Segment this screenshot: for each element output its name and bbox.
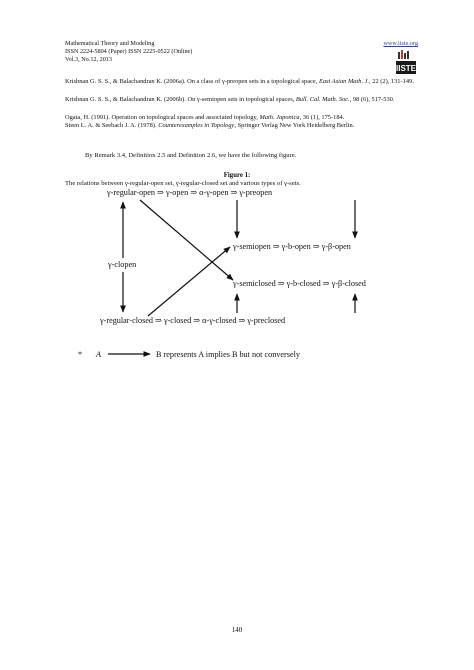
page-number: 140 — [231, 626, 243, 634]
iiste-logo: IISTE — [396, 50, 416, 74]
row-semiopen: γ-semiopen ⇒ γ-b-open ⇒ γ-β-open — [232, 242, 351, 251]
reference-item: Krishnan G. S. S., & Balachandran K. (20… — [65, 96, 395, 103]
journal-name: Mathematical Theory and Modeling — [65, 40, 155, 47]
arrow-regular-open-to-semiclosed — [139, 199, 234, 281]
website-link[interactable]: www.iiste.org — [383, 40, 418, 47]
journal-issn: ISSN 2224-5804 (Paper) ISSN 2225-0522 (O… — [65, 48, 193, 55]
logo-text: IISTE — [396, 64, 416, 73]
reference-item: Ogata, H. (1991). Operation on topologic… — [65, 114, 345, 121]
figure-title: Figure 1: — [223, 172, 251, 179]
legend-text: B represents A implies B but not convers… — [156, 350, 301, 359]
row-semiclosed: γ-semiclosed ⇒ γ-b-closed ⇒ γ-β-closed — [232, 279, 366, 288]
reference-item: Krishnan G. S. S., & Balachandran K. (20… — [65, 78, 414, 85]
reference-item: Steen L. A. & Seebach J. A. (1978). Coun… — [65, 122, 355, 129]
intro-paragraph: By Remark 3.4, Definition 2.5 and Defini… — [85, 152, 297, 159]
legend-star: * — [78, 350, 82, 359]
row-regular-open: γ-regular-open ⇒ γ-open ⇒ α-γ-open ⇒ γ-p… — [106, 188, 272, 197]
label-clopen: γ-clopen — [107, 260, 136, 269]
legend-a: A — [95, 350, 102, 359]
arrow-regular-closed-to-semiopen — [147, 246, 231, 317]
figure-caption: The relations between γ-regular-open set… — [65, 180, 301, 187]
journal-volume: Vol.3, No.12, 2013 — [65, 56, 112, 63]
row-regular-closed: γ-regular-closed ⇒ γ-closed ⇒ α-γ-closed… — [99, 316, 285, 325]
